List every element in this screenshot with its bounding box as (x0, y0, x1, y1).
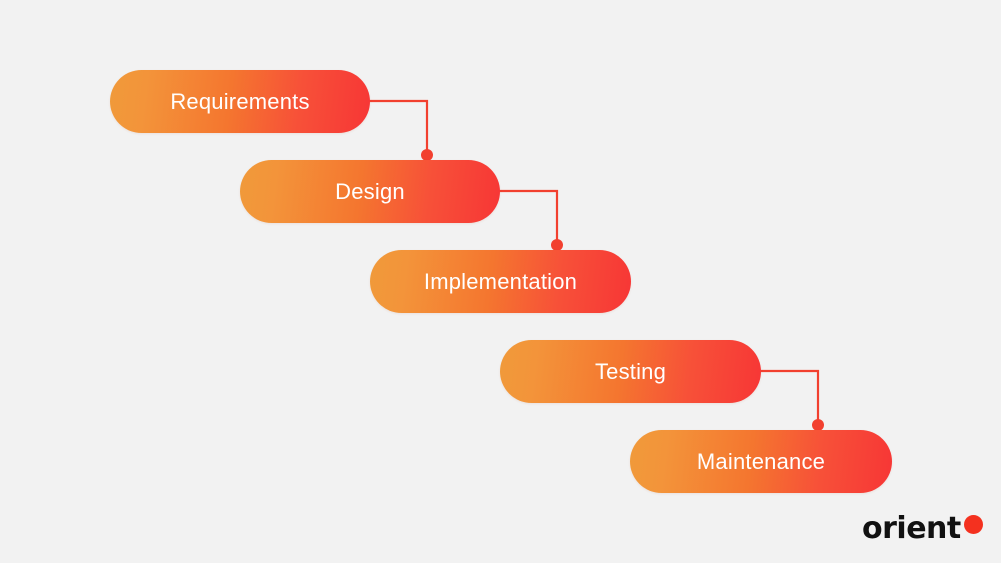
stage-label: Implementation (423, 268, 578, 294)
stage-pill-design[interactable]: Design (240, 160, 500, 223)
stage-label: Testing (594, 358, 667, 384)
connector-design-implementation (496, 189, 563, 251)
stage-pill-implementation[interactable]: Implementation (370, 250, 631, 313)
stage-label: Maintenance (696, 448, 826, 474)
connector-testing-maintenance (757, 369, 824, 431)
brand-logo: orient (862, 511, 983, 547)
stage-pill-maintenance[interactable]: Maintenance (630, 430, 892, 493)
connector-requirements-design (366, 99, 433, 161)
connector-path (496, 189, 559, 247)
connector-path (757, 369, 820, 427)
brand-dot-icon (963, 515, 983, 534)
stage-label: Design (335, 178, 405, 204)
stage-label: Requirements (170, 88, 310, 114)
stage-pill-testing[interactable]: Testing (500, 340, 761, 403)
connector-path (366, 99, 429, 157)
brand-wordmark: orient (862, 511, 961, 546)
stage-pill-requirements[interactable]: Requirements (110, 70, 370, 133)
